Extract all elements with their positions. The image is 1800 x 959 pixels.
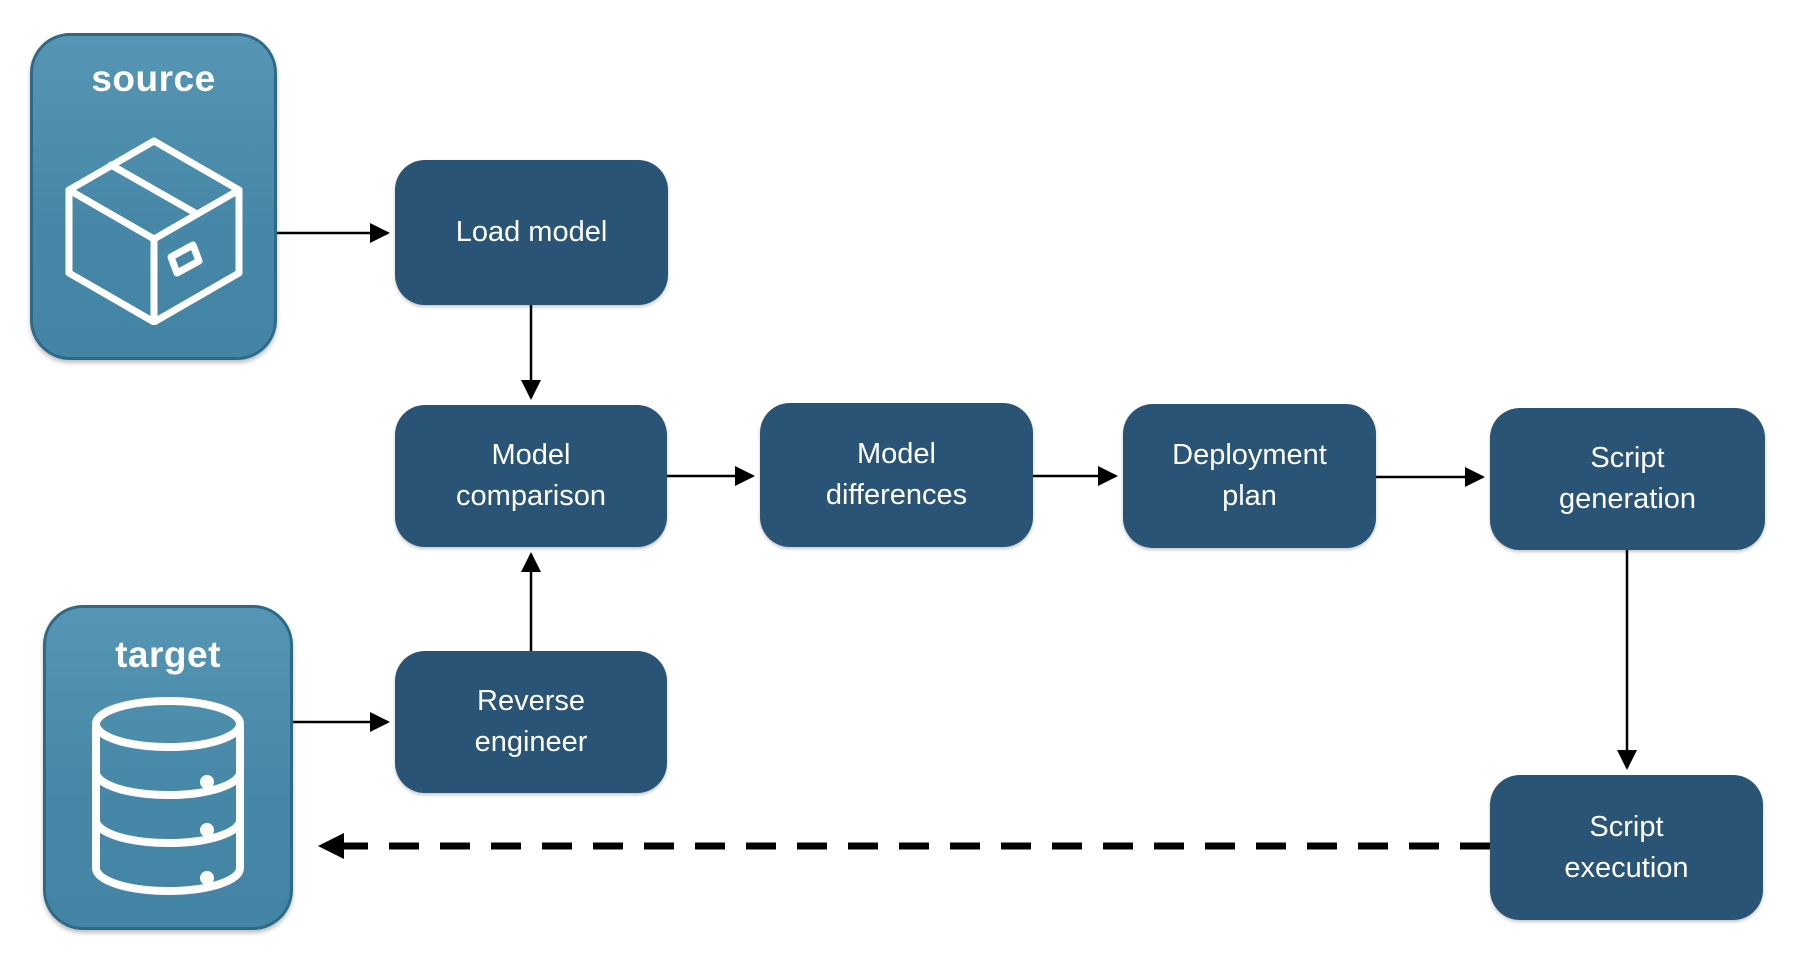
target-label: target xyxy=(115,634,221,675)
node-label-model-differences: Model differences xyxy=(825,438,968,511)
node-label-model-comparison: Model comparison xyxy=(456,439,606,512)
node-label-script-generation: Script generation xyxy=(1558,442,1697,515)
node-label-script-execution: Script execution xyxy=(1564,810,1689,884)
target-entity-box: target xyxy=(43,605,293,930)
database-icon xyxy=(46,676,290,927)
source-entity-box: source xyxy=(30,33,277,360)
node-script-generation: Script generation xyxy=(1490,408,1765,550)
node-load-model: Load model xyxy=(395,160,668,305)
node-script-execution: Script execution xyxy=(1490,775,1763,920)
source-label: source xyxy=(91,58,216,99)
node-label-load-model: Load model xyxy=(455,216,608,249)
node-label-deployment-plan: Deployment plan xyxy=(1172,439,1327,512)
node-deployment-plan: Deployment plan xyxy=(1123,404,1376,548)
node-model-differences: Model differences xyxy=(760,403,1033,547)
package-icon xyxy=(33,100,274,357)
node-reverse-engineer: Reverse engineer xyxy=(395,651,667,793)
node-model-comparison: Model comparison xyxy=(395,405,667,547)
node-label-reverse-engineer: Reverse engineer xyxy=(474,685,588,758)
